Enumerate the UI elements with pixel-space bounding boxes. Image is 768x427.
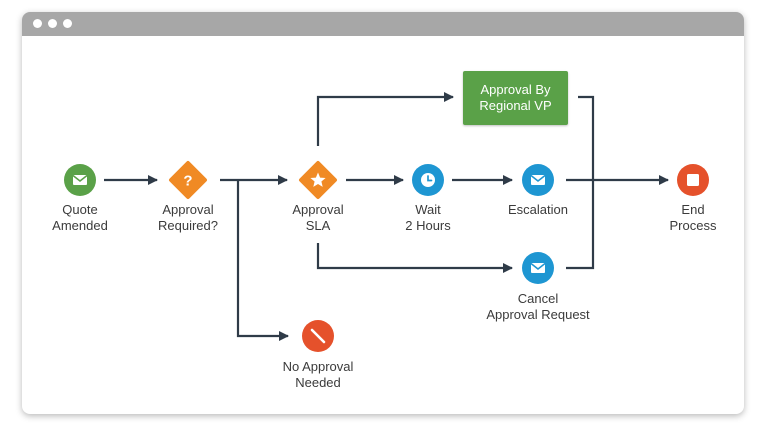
end-process-label: End Process bbox=[669, 202, 717, 233]
no-approval-needed-label: No Approval Needed bbox=[282, 359, 354, 390]
regional-vp-line1: Approval By bbox=[480, 82, 551, 97]
escalation-node[interactable] bbox=[522, 164, 554, 196]
connector-sla-to-regional-vp bbox=[316, 92, 454, 146]
connector-sla-to-cancel bbox=[316, 243, 513, 273]
connector-cancel-to-end bbox=[566, 180, 595, 270]
approval-sla-label: Approval SLA bbox=[292, 202, 344, 233]
approval-by-regional-vp-box[interactable]: Approval By Regional VP bbox=[463, 71, 568, 125]
envelope-icon bbox=[72, 174, 88, 185]
minimize-dot-icon[interactable] bbox=[48, 19, 57, 28]
clock-icon bbox=[421, 173, 435, 187]
star-icon bbox=[310, 172, 326, 187]
no-entry-icon bbox=[310, 328, 326, 344]
envelope-icon bbox=[530, 174, 546, 185]
escalation-label: Escalation bbox=[508, 202, 568, 217]
maximize-dot-icon[interactable] bbox=[63, 19, 72, 28]
app-window bbox=[22, 12, 744, 414]
approval-required-label: Approval Required? bbox=[158, 202, 218, 233]
stop-icon bbox=[687, 174, 699, 186]
question-icon: ? bbox=[183, 173, 192, 190]
window-titlebar bbox=[22, 12, 744, 36]
cancel-approval-request-label: Cancel Approval Request bbox=[486, 291, 590, 322]
wait-2-hours-label: Wait 2 Hours bbox=[405, 202, 451, 233]
connector-regional-vp-to-end bbox=[578, 95, 595, 180]
cancel-approval-request-node[interactable] bbox=[522, 252, 554, 284]
no-approval-needed-node[interactable] bbox=[302, 320, 334, 352]
wait-2-hours-node[interactable] bbox=[412, 164, 444, 196]
connector-approval-required-to-no-approval bbox=[236, 180, 289, 341]
quote-amended-label: Quote Amended bbox=[52, 202, 108, 233]
approval-required-node[interactable]: ? bbox=[168, 160, 208, 200]
end-process-node[interactable] bbox=[677, 164, 709, 196]
envelope-icon bbox=[530, 262, 546, 273]
quote-amended-node[interactable] bbox=[64, 164, 96, 196]
regional-vp-line2: Regional VP bbox=[479, 98, 552, 113]
approval-sla-node[interactable] bbox=[298, 160, 338, 200]
close-dot-icon[interactable] bbox=[33, 19, 42, 28]
